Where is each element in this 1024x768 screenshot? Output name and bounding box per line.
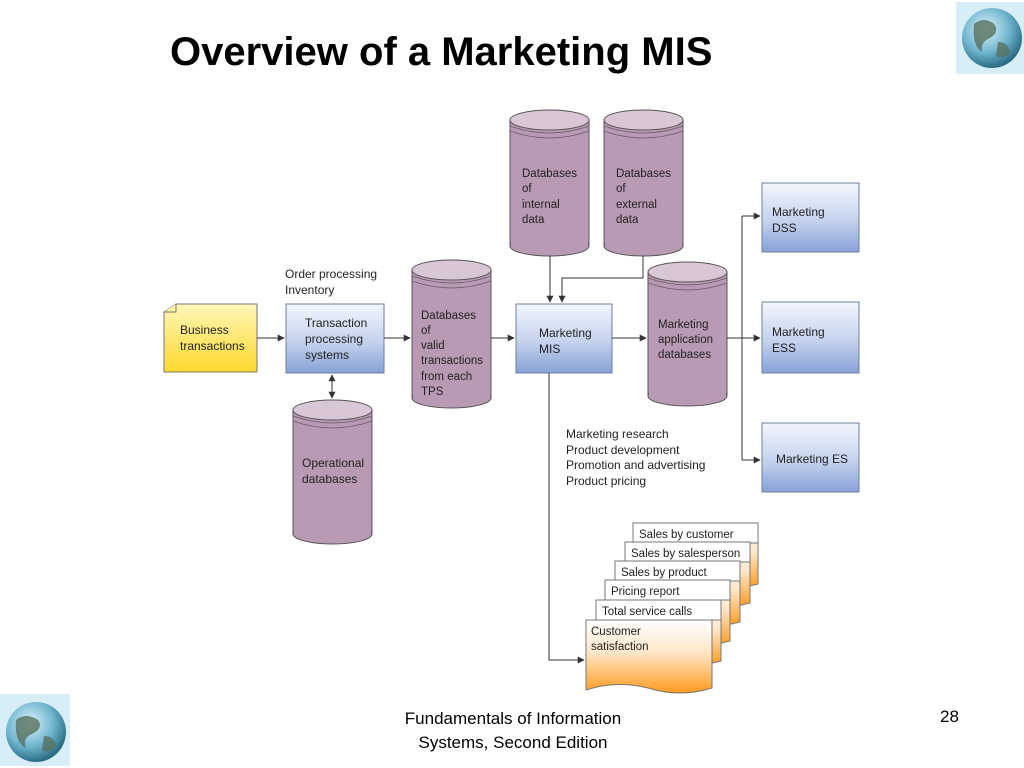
valid-tx-db-label-1: Databases: [421, 310, 476, 322]
es-label: Marketing ES: [776, 452, 848, 466]
marketing-ess-box: Marketing ESS: [761, 301, 860, 374]
transaction-processing-systems-box: Transaction processing systems: [285, 303, 385, 374]
operational-db-label-1: Operational: [302, 456, 364, 470]
connectors: [257, 212, 761, 664]
uses-line-2: Product development: [566, 443, 680, 457]
footer-book-title: Fundamentals of Information Systems, Sec…: [370, 707, 656, 755]
report-stack: Sales by customer Sales by salesperson S…: [585, 522, 759, 694]
report-label-3: Sales by product: [621, 567, 707, 579]
arrow-external-to-mis: [558, 256, 644, 303]
internal-db-label-4: data: [522, 214, 545, 226]
arrow-mis-to-reports: [548, 373, 585, 664]
tps-label-2: processing: [305, 332, 363, 346]
dss-label-2: DSS: [772, 221, 797, 235]
slide-number: 28: [940, 707, 959, 726]
uses-line-3: Promotion and advertising: [566, 458, 705, 472]
business-transactions-label-2: transactions: [180, 339, 245, 353]
operational-db-label-2: databases: [302, 472, 357, 486]
business-transactions-label-1: Business: [180, 323, 229, 337]
slide-title: Overview of a Marketing MIS: [170, 30, 713, 74]
valid-transactions-db-cylinder: Databases of valid transactions from eac…: [411, 259, 492, 409]
external-db-label-3: external: [616, 199, 657, 211]
marketing-mis-label-1: Marketing: [539, 326, 592, 340]
external-db-label-2: of: [616, 183, 626, 195]
uses-line-4: Product pricing: [566, 474, 646, 488]
app-db-label-2: application: [658, 334, 713, 346]
report-label-4: Pricing report: [611, 586, 680, 598]
external-data-db-cylinder: Databases of external data: [603, 109, 684, 257]
operational-databases-cylinder: Operational databases: [292, 399, 373, 545]
app-db-label-1: Marketing: [658, 319, 709, 331]
tps-label-1: Transaction: [305, 316, 367, 330]
uses-line-1: Marketing research: [566, 427, 669, 441]
footer-line-1: Fundamentals of Information: [404, 709, 622, 728]
report-label-6-line-2: satisfaction: [591, 641, 649, 653]
internal-data-db-cylinder: Databases of internal data: [509, 109, 590, 257]
valid-tx-db-label-3: valid: [421, 340, 445, 352]
report-label-5: Total service calls: [602, 606, 692, 618]
report-label-2: Sales by salesperson: [631, 548, 740, 560]
report-label-6: Customer: [591, 626, 641, 638]
valid-tx-db-label-2: of: [421, 325, 431, 337]
dss-label-1: Marketing: [772, 205, 825, 219]
internal-db-label-3: internal: [522, 199, 560, 211]
valid-tx-db-label-4: transactions: [421, 355, 483, 367]
globe-icon: [0, 694, 70, 766]
report-label-1: Sales by customer: [639, 529, 734, 541]
valid-tx-db-label-5: from each: [421, 371, 472, 383]
globe-icon: [956, 2, 1024, 74]
marketing-es-box: Marketing ES: [761, 422, 860, 493]
marketing-application-db-cylinder: Marketing application databases: [647, 261, 728, 407]
ess-label-2: ESS: [772, 341, 796, 355]
marketing-dss-box: Marketing DSS: [761, 182, 860, 253]
app-db-label-3: databases: [658, 349, 711, 361]
footer-line-2: Systems, Second Edition: [418, 733, 608, 752]
valid-tx-db-label-6: TPS: [421, 386, 444, 398]
external-db-label-1: Databases: [616, 168, 671, 180]
ess-label-1: Marketing: [772, 325, 825, 339]
external-db-label-4: data: [616, 214, 639, 226]
tps-note-line-2: Inventory: [285, 283, 334, 297]
tps-label-3: systems: [305, 348, 349, 362]
internal-db-label-1: Databases: [522, 168, 577, 180]
internal-db-label-2: of: [522, 183, 532, 195]
marketing-mis-label-2: MIS: [539, 342, 560, 356]
business-transactions-note: Business transactions: [163, 303, 258, 373]
tps-note-line-1: Order processing: [285, 267, 377, 281]
report-page-6: Customer satisfaction: [585, 619, 713, 694]
marketing-mis-box: Marketing MIS: [515, 303, 613, 374]
